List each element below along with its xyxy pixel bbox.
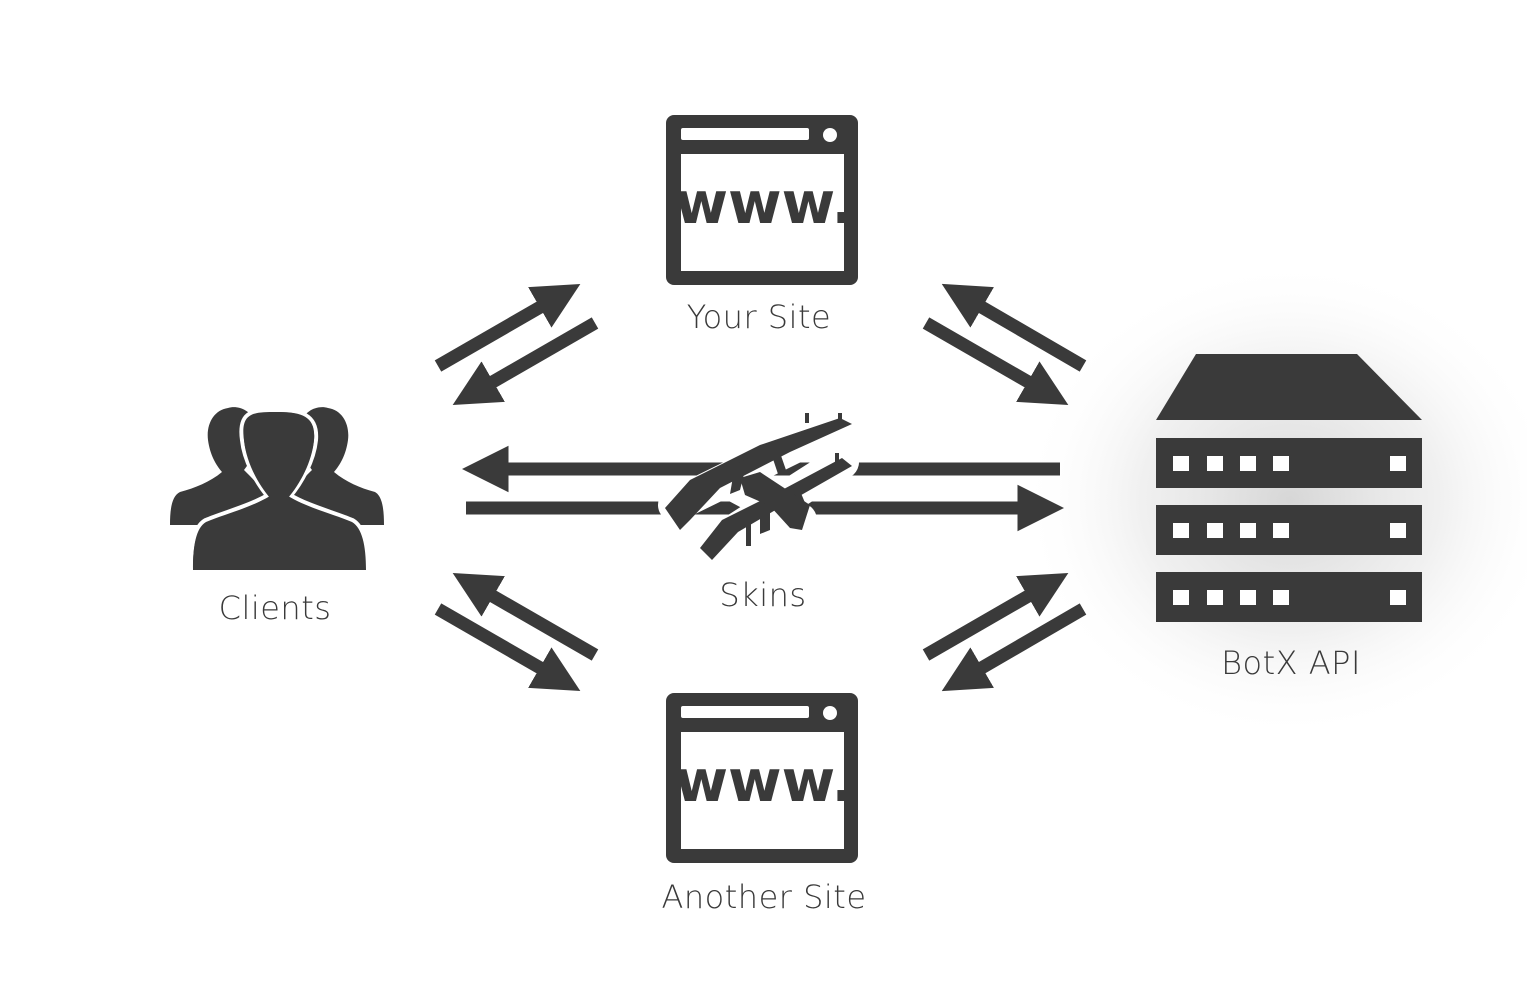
users-group-icon [170,407,384,574]
your-site-label: Your Site [687,298,831,336]
arrow-your-site-to-api [922,317,1069,406]
arrow-clients-to-another-site [434,603,581,692]
api-label: BotX API [1221,644,1361,682]
arrow-clients-to-your-site [434,283,581,372]
rifle-skins-icon [658,403,865,567]
arrow-your-site-to-clients [452,317,599,406]
clients-label: Clients [219,589,332,627]
another-site-label: Another Site [661,878,866,916]
your-site-browser-icon: www. [666,115,858,285]
another-site-browser-icon: www. [666,693,858,863]
another-site-screen-text: www. [674,747,853,815]
arrow-api-to-another-site [941,603,1087,692]
your-site-screen-text: www. [674,169,853,237]
skins-label: Skins [719,576,806,614]
arrow-another-site-to-clients [452,572,599,661]
server-rack-icon [1156,354,1422,622]
arrow-api-to-your-site [941,283,1087,372]
arrow-another-site-to-api [922,572,1069,661]
